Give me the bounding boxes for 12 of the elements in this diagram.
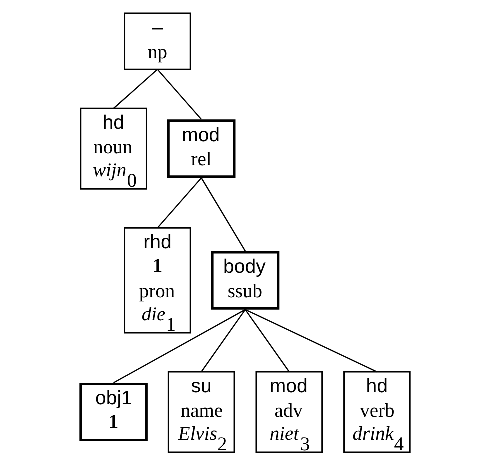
connector [156,69,202,120]
connector [200,309,246,372]
connector [200,178,246,252]
node-box: mod rel [166,120,236,178]
connector [244,309,377,373]
node-box: – np [124,12,191,70]
connector [156,178,202,229]
connector [113,309,246,384]
connector [244,309,290,372]
node-box: obj1 1 [79,382,148,442]
node-box: body ssub [210,251,280,310]
connector [112,69,158,110]
